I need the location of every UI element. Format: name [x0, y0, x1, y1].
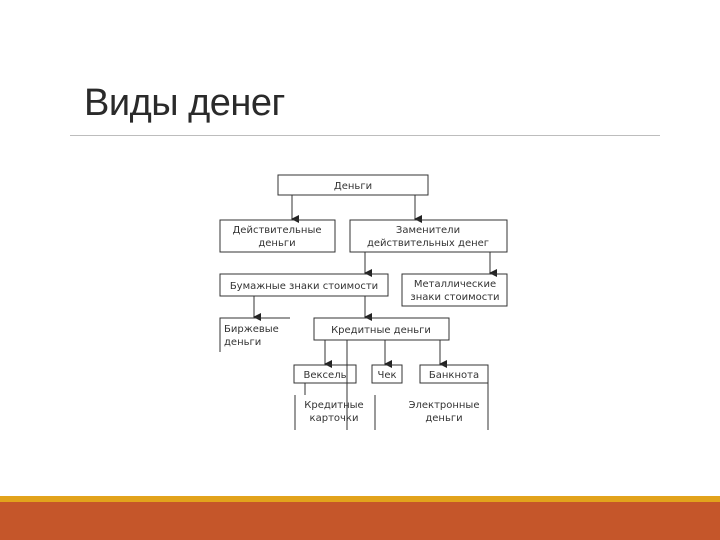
label-money: Деньги [334, 181, 372, 192]
title-divider [70, 135, 660, 136]
box-money [277, 174, 429, 196]
footer-accent-bar [0, 502, 720, 540]
box-real-money [219, 219, 336, 253]
box-bill [293, 364, 357, 384]
label-cheque: Чек [377, 370, 396, 381]
footer-accent-stripe [0, 496, 720, 502]
box-credit-money [313, 317, 450, 341]
label-paper-signs: Бумажные знаки стоимости [230, 281, 378, 292]
label-bill: Вексель [304, 370, 347, 381]
label-electronic-money-1: Электронные [409, 400, 480, 411]
box-metal-signs [401, 273, 508, 307]
slide-title: Виды денег [84, 82, 285, 124]
label-credit-cards-1: Кредитные [304, 400, 363, 411]
label-credit-cards-2: карточки [310, 413, 359, 424]
label-real-money-2: деньги [258, 238, 295, 249]
label-metal-signs-2: знаки стоимости [410, 292, 499, 303]
box-cheque [371, 364, 403, 384]
box-paper-signs [219, 273, 389, 297]
label-real-money-1: Действительные [232, 225, 321, 236]
box-substitutes [349, 219, 508, 253]
box-banknote [419, 364, 489, 384]
label-electronic-money-2: деньги [425, 413, 462, 424]
label-substitutes-1: Заменители [396, 225, 460, 236]
label-exchange-money-2: деньги [224, 337, 261, 348]
bracket-exchange-money [219, 317, 290, 352]
label-substitutes-2: действительных денег [367, 238, 489, 249]
label-metal-signs-1: Металлические [414, 279, 496, 290]
label-credit-money: Кредитные деньги [331, 325, 431, 336]
label-banknote: Банкнота [429, 370, 479, 381]
label-exchange-money-1: Биржевые [224, 324, 279, 335]
